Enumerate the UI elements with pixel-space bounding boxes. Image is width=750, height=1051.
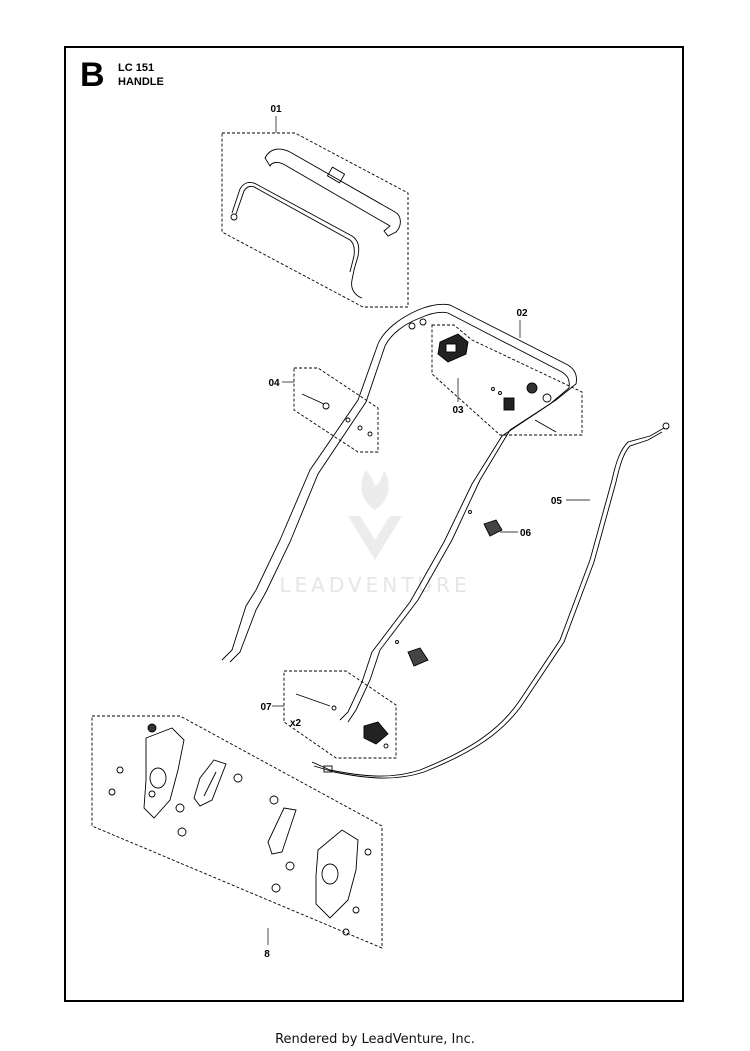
- callout-07: 07: [260, 702, 272, 713]
- footer-credit: Rendered by LeadVenture, Inc.: [275, 1032, 475, 1047]
- part-group-01[interactable]: [221, 132, 409, 308]
- callout-8: 8: [264, 949, 270, 960]
- watermark: LEADVENTURE: [279, 470, 470, 597]
- callout-02: 02: [516, 308, 528, 319]
- callout-03: 03: [452, 405, 464, 416]
- callout-07-quantity: x2: [290, 718, 302, 729]
- assembly-title: HANDLE: [118, 76, 164, 88]
- part-group-8[interactable]: [91, 715, 383, 949]
- part-group-04[interactable]: [293, 367, 379, 453]
- flame-icon: [361, 470, 389, 510]
- part-group-03[interactable]: [431, 324, 583, 436]
- part-group-07[interactable]: [283, 670, 397, 759]
- callout-04: 04: [268, 378, 280, 389]
- handle-frame[interactable]: [221, 303, 577, 723]
- watermark-text: LEADVENTURE: [279, 573, 470, 597]
- part-05-cable[interactable]: [311, 422, 670, 779]
- callout-05: 05: [551, 496, 563, 507]
- callout-06: 06: [520, 528, 532, 539]
- logo-mark-icon: [348, 516, 402, 560]
- callout-01: 01: [270, 104, 282, 115]
- diagram-frame: [64, 46, 684, 1002]
- section-letter: B: [80, 56, 105, 94]
- part-06-clip[interactable]: [407, 519, 503, 667]
- model-label: LC 151: [118, 62, 155, 74]
